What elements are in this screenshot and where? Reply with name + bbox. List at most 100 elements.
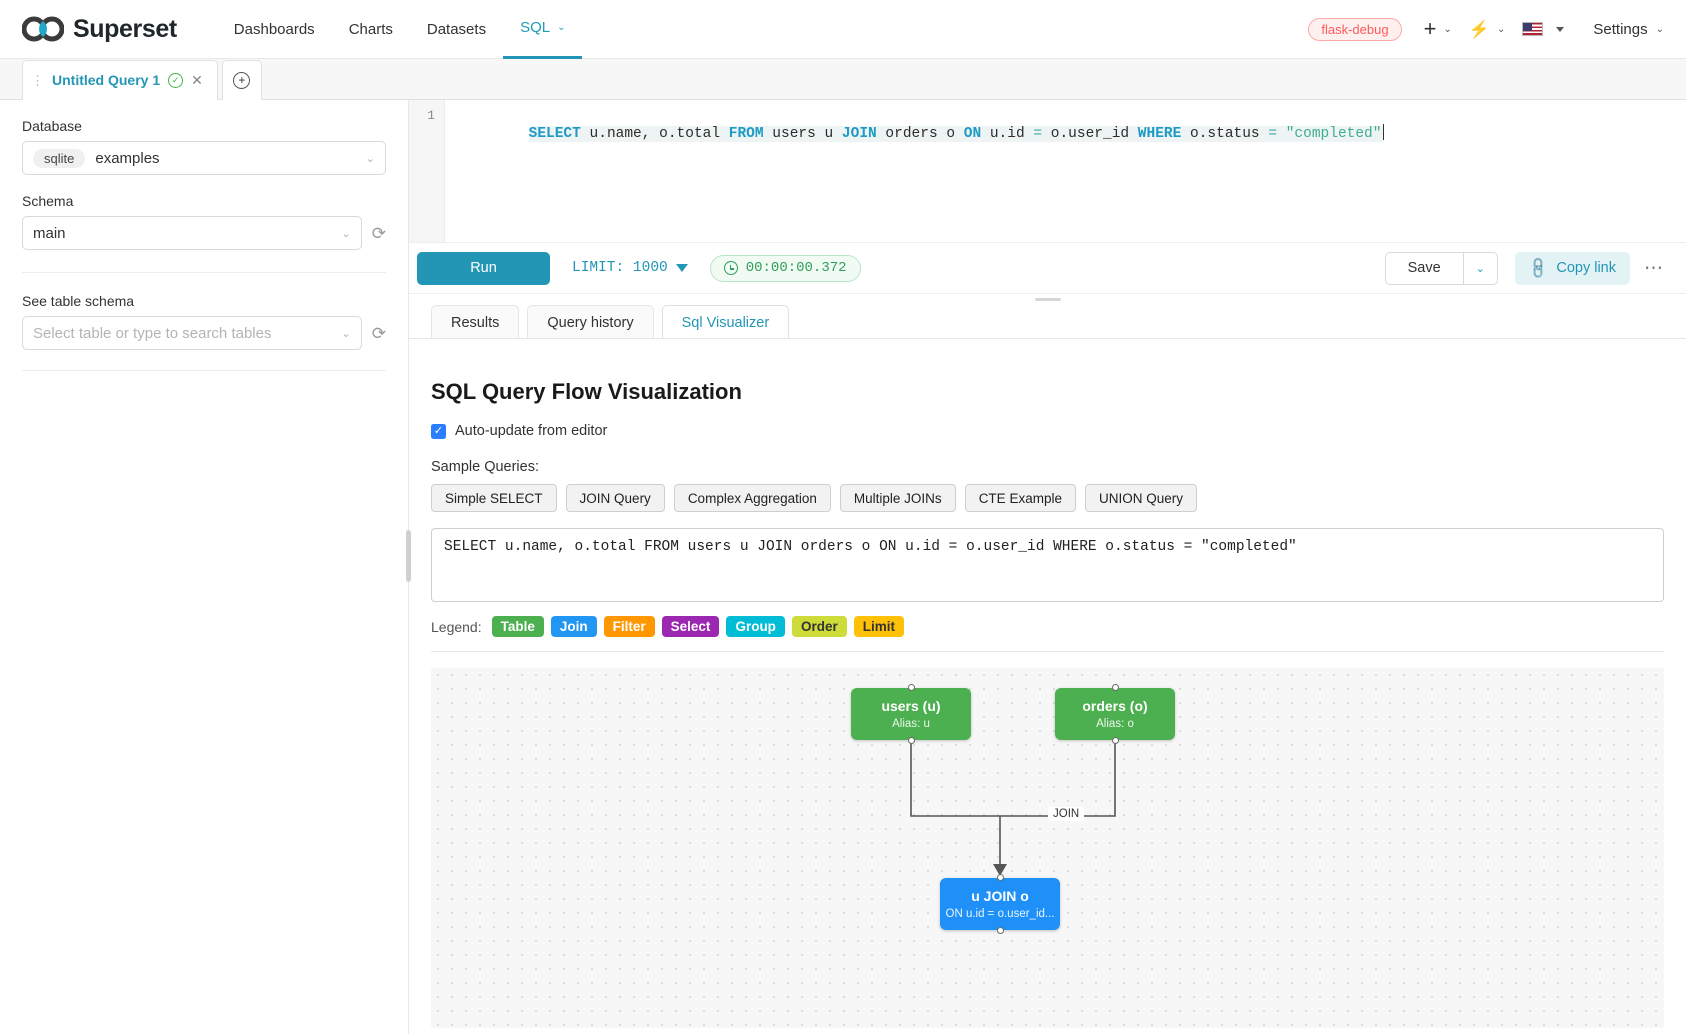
toolbar-right-group: Save ⌄ 🔗 Copy link ⋯ (1384, 251, 1664, 285)
resize-grip-icon (1034, 298, 1061, 301)
sample-query-union-query[interactable]: UNION Query (1084, 484, 1197, 512)
limit-label: LIMIT: 1000 (572, 260, 668, 276)
flow-node-orders[interactable]: orders (o)Alias: o (1055, 684, 1175, 744)
schema-value: main (33, 224, 66, 242)
chevron-down-icon: ⌄ (1475, 262, 1485, 275)
table-placeholder: Select table or type to search tables (33, 324, 272, 342)
auto-update-row: ✓ Auto-update from editor (431, 423, 1664, 439)
legend-badge-limit: Limit (853, 616, 904, 637)
editor-code-area[interactable]: SELECT u.name, o.total FROM users u JOIN… (445, 100, 1686, 242)
code-token: "completed" (1277, 126, 1382, 142)
result-tabs-underline (409, 338, 1686, 339)
schema-row: main ⌄ ⟳ (22, 216, 386, 250)
add-query-tab-button[interactable]: + (221, 60, 262, 100)
new-item-menu[interactable]: + ⌄ (1424, 18, 1452, 40)
node-port-bottom[interactable] (996, 927, 1004, 934)
node-port-top[interactable] (907, 684, 915, 691)
database-engine-chip: sqlite (33, 148, 86, 168)
node-port-bottom[interactable] (907, 737, 915, 744)
save-button[interactable]: Save (1384, 251, 1464, 285)
code-token: SELECT (528, 126, 581, 142)
copy-link-button[interactable]: 🔗 Copy link (1514, 251, 1630, 285)
database-value: examples (95, 149, 160, 167)
table-select[interactable]: Select table or type to search tables ⌄ (22, 316, 362, 350)
code-token: o.user_id (1042, 126, 1138, 142)
sample-query-multiple-joins[interactable]: Multiple JOINs (839, 484, 956, 512)
debug-badge: flask-debug (1308, 17, 1402, 41)
schema-select[interactable]: main ⌄ (22, 216, 362, 250)
visualizer-title: SQL Query Flow Visualization (431, 379, 742, 404)
legend-badge-join: Join (550, 616, 597, 637)
chevron-down-icon: ⌄ (1497, 23, 1506, 35)
node-port-bottom[interactable] (1111, 737, 1119, 744)
nav-right-group: flask-debug + ⌄ ⚡ ⌄ Settings ⌄ (1308, 17, 1664, 41)
main-split: Database sqlite examples ⌄ Schema main ⌄… (0, 100, 1686, 1034)
check-circle-icon: ✓ (168, 72, 184, 88)
bolt-icon: ⚡ (1468, 19, 1491, 39)
query-textarea[interactable] (431, 528, 1664, 602)
left-panel: Database sqlite examples ⌄ Schema main ⌄… (0, 100, 411, 1034)
auto-update-checkbox[interactable]: ✓ (431, 423, 446, 439)
more-options-button[interactable]: ⋯ (1644, 257, 1664, 279)
schema-label: Schema (22, 193, 74, 209)
nav-link-label: SQL (520, 19, 551, 36)
node-port-top[interactable] (1111, 684, 1119, 691)
copy-link-label: Copy link (1556, 260, 1616, 276)
editor-resize-bar[interactable] (409, 294, 1686, 305)
us-flag-icon (1522, 22, 1544, 36)
node-title: u JOIN o (971, 888, 1029, 904)
settings-menu[interactable]: Settings ⌄ (1593, 21, 1664, 38)
legend-badge-order: Order (791, 616, 847, 637)
close-icon[interactable]: ✕ (191, 71, 203, 88)
tab-results[interactable]: Results (431, 305, 520, 339)
nav-link-charts[interactable]: Charts (332, 0, 410, 59)
sample-query-join-query[interactable]: JOIN Query (565, 484, 665, 512)
limit-dropdown[interactable]: LIMIT: 1000 (572, 260, 688, 276)
settings-label: Settings (1593, 20, 1648, 38)
drag-handle-icon[interactable]: ⋮ (31, 72, 44, 88)
run-button[interactable]: Run (417, 251, 550, 285)
line-number: 1 (427, 108, 435, 123)
sample-query-simple-select[interactable]: Simple SELECT (431, 484, 557, 512)
tab-query-history[interactable]: Query history (527, 305, 654, 339)
chevron-down-icon: ⌄ (341, 227, 351, 240)
save-button-group: Save ⌄ (1384, 251, 1498, 285)
sample-query-complex-aggregation[interactable]: Complex Aggregation (673, 484, 831, 512)
query-tab-strip: ⋮ Untitled Query 1 ✓ ✕ + (0, 59, 1686, 100)
superset-logo-icon (22, 16, 64, 42)
sql-editor[interactable]: 1 SELECT u.name, o.total FROM users u JO… (409, 100, 1686, 243)
legend-badge-group: Group (726, 616, 785, 637)
divider (431, 651, 1664, 652)
refresh-schema-icon[interactable]: ⟳ (371, 223, 386, 243)
chevron-down-icon: ⌄ (365, 152, 375, 165)
query-timer: 00:00:00.372 (709, 254, 861, 282)
sample-query-cte-example[interactable]: CTE Example (964, 484, 1076, 512)
refresh-tables-icon[interactable]: ⟳ (371, 323, 386, 343)
brand-logo-group[interactable]: Superset (22, 15, 177, 44)
panel-resize-handle[interactable] (406, 530, 411, 582)
tab-sql-visualizer[interactable]: Sql Visualizer (661, 305, 790, 339)
query-flow-canvas[interactable]: users (u)Alias: u orders (o)Alias: o u JOI… (431, 668, 1664, 1028)
node-port-top[interactable] (996, 874, 1004, 881)
code-token: = (1033, 126, 1043, 142)
database-select[interactable]: sqlite examples ⌄ (22, 141, 386, 175)
query-tab-untitled-query-1[interactable]: ⋮ Untitled Query 1 ✓ ✕ (22, 60, 218, 100)
bolt-menu[interactable]: ⚡ ⌄ (1469, 21, 1506, 38)
sql-visualizer-panel: SQL Query Flow Visualization ✓ Auto-upda… (409, 339, 1686, 1034)
nav-link-dashboards[interactable]: Dashboards (217, 0, 332, 59)
divider (22, 272, 386, 273)
node-subtitle: Alias: u (892, 718, 930, 730)
table-schema-row: Select table or type to search tables ⌄ … (22, 316, 386, 350)
save-dropdown-button[interactable]: ⌄ (1463, 251, 1498, 285)
code-token: = (1268, 126, 1278, 142)
nav-link-sql[interactable]: SQL ⌄ (503, 0, 583, 59)
plus-icon: + (1423, 16, 1437, 41)
chevron-down-icon: ⌄ (341, 327, 351, 340)
language-selector[interactable] (1522, 22, 1565, 36)
nav-link-datasets[interactable]: Datasets (410, 0, 503, 59)
nav-link-label: Charts (348, 20, 393, 38)
flow-node-users[interactable]: users (u)Alias: u (851, 684, 971, 744)
